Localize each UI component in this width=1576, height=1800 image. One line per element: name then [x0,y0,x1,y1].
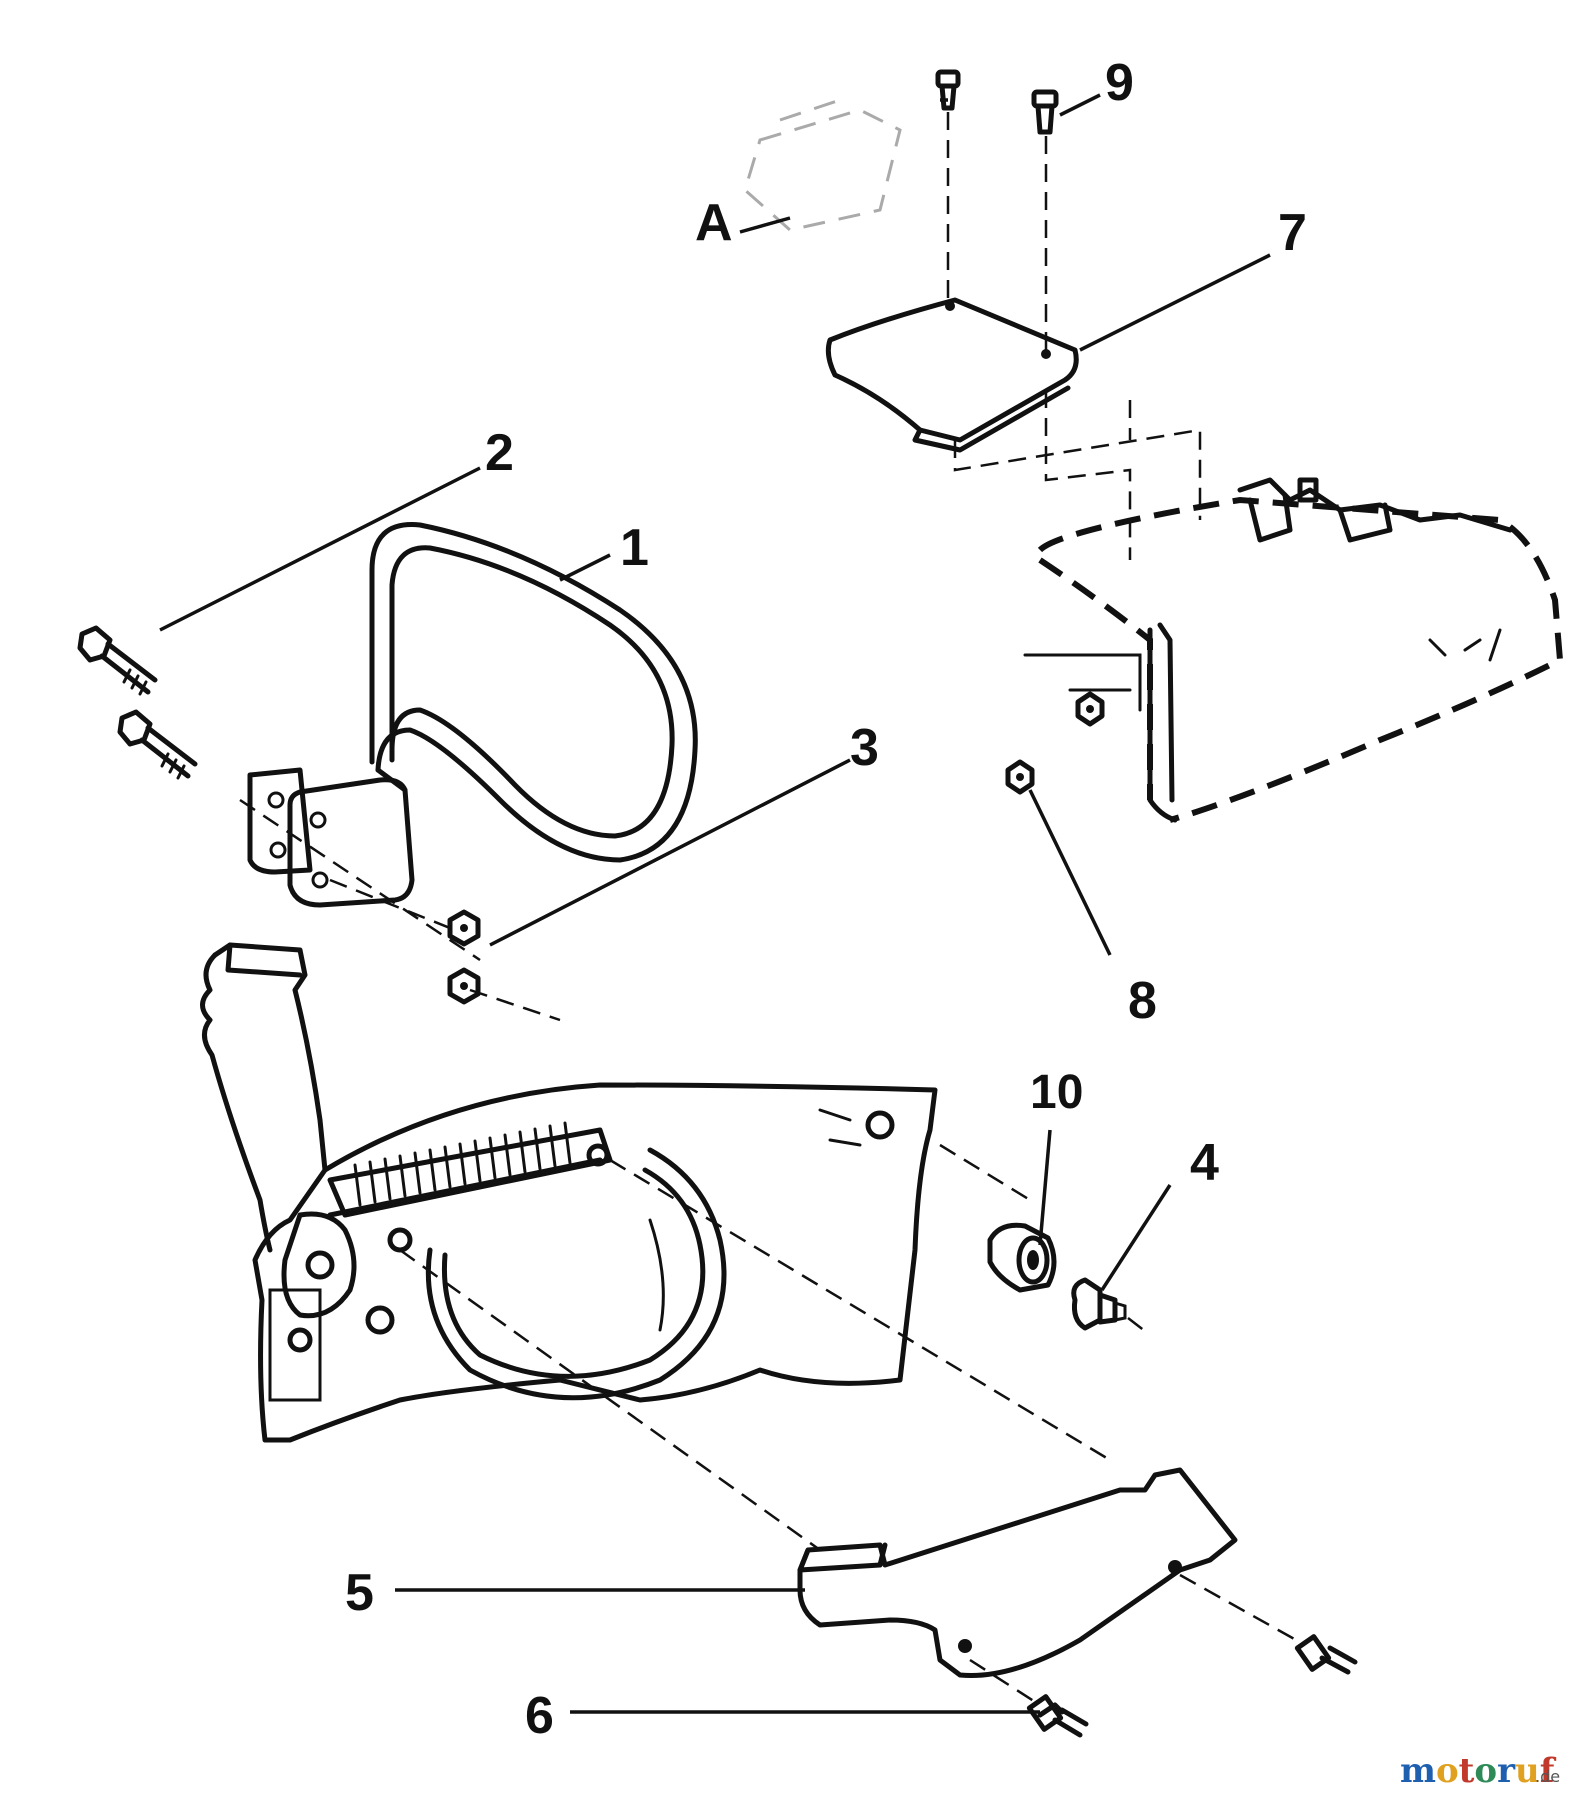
cover-assembly [1023,477,1564,823]
watermark: motoruf .de [1400,1751,1560,1791]
chain-brake-housing [200,942,1111,1552]
callout-1: 1 [620,519,649,577]
stud-4 [1071,1277,1151,1336]
plate-7 [825,297,1202,560]
callout-10: 10 [1030,1066,1083,1119]
bushing-10 [987,1222,1057,1293]
nut-3-upper [447,909,481,947]
watermark-text: motoruf [1400,1751,1557,1791]
watermark-suffix: .de [1535,1767,1560,1786]
nut-3-lower [447,967,481,1005]
screw-9-right [1031,89,1059,352]
callout-5: 5 [345,1564,374,1622]
leader-lines [159,93,1271,1714]
callout-9: 9 [1105,54,1134,112]
reference-part-a [743,98,902,232]
callout-a: A [695,194,733,252]
callout-7: 7 [1278,204,1307,262]
callout-labels: 1 2 3 4 5 6 7 8 9 10 A [345,54,1307,1745]
callout-4: 4 [1190,1134,1219,1192]
screw-6-right [1179,1573,1358,1675]
callout-3: 3 [850,719,879,777]
callout-6: 6 [525,1687,554,1745]
bolt-2-upper [77,625,158,696]
spring [353,1121,572,1207]
nut-8-upper [1075,691,1105,727]
screw-9-left [935,69,961,300]
brake-lever-5 [797,1467,1238,1679]
callout-8: 8 [1128,972,1157,1030]
screw-6-left [969,1658,1089,1738]
nut-8-lower [1005,759,1035,795]
callout-2: 2 [485,424,514,482]
handle-bar-1 [247,522,698,908]
bolt-2-lower [117,709,481,962]
